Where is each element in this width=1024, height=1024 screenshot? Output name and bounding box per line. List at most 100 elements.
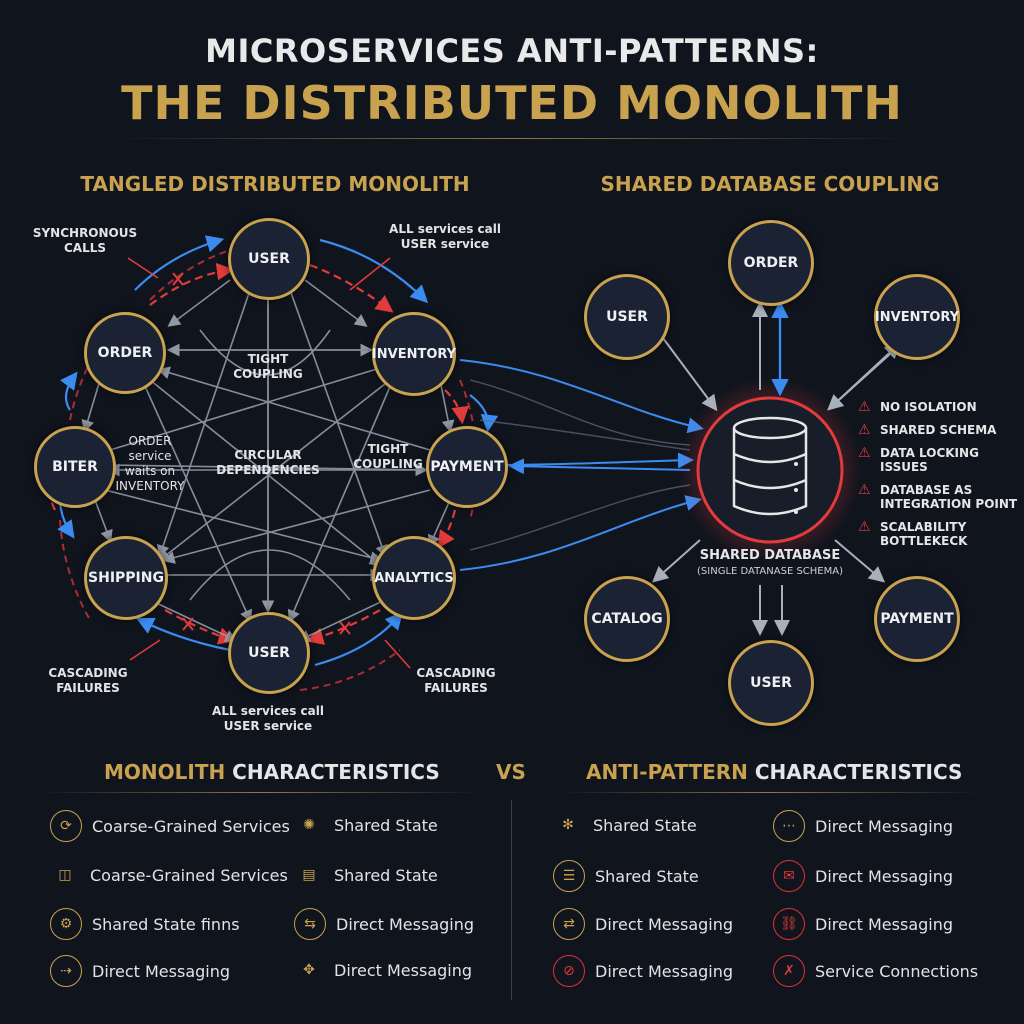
warning-text: SCALABILITY BOTTLEKECK xyxy=(880,520,968,548)
warning-item: ⚠ DATA LOCKING ISSUES xyxy=(858,446,1024,474)
warning-item: ⚠ NO ISOLATION xyxy=(858,400,1024,414)
annotation-all-call-top: ALL services call USER service xyxy=(370,222,520,252)
list-item: ⇢ Direct Messaging xyxy=(50,955,230,987)
node-user-bottom[interactable]: USER xyxy=(228,612,310,694)
item-label: Coarse-Grained Services xyxy=(92,816,290,836)
item-label: Shared State xyxy=(593,815,697,835)
list-item: ⚙Shared State finns xyxy=(50,908,240,940)
annotation-circular-dependencies: CIRCULAR DEPENDENCIES xyxy=(216,448,320,477)
node-user-top[interactable]: USER xyxy=(228,218,310,300)
heading-light-part: CHARACTERISTICS xyxy=(747,760,963,784)
db-node-order[interactable]: ORDER xyxy=(728,220,814,306)
warning-text: DATA LOCKING ISSUES xyxy=(880,446,979,474)
vs-label: VS xyxy=(496,760,526,784)
item-label: Shared State xyxy=(595,866,699,886)
annotation-synchronous-calls: SYNCHRONOUS CALLS xyxy=(32,226,138,255)
list-item: ✗Service Connections xyxy=(773,955,978,987)
annotation-all-call-bottom-b: USER service xyxy=(223,719,313,733)
db-node-user-bottom[interactable]: USER xyxy=(728,640,814,726)
title-line-2: THE DISTRIBUTED MONOLITH xyxy=(121,76,903,130)
item-label: Direct Messaging xyxy=(815,866,954,886)
list-item: ▤Shared State xyxy=(294,860,437,890)
list-item: ✻ Shared State xyxy=(553,810,697,840)
warning-icon: ⚠ xyxy=(858,519,871,535)
exchange-icon: ⇆ xyxy=(294,908,326,940)
bottom-divider xyxy=(511,800,512,1000)
item-label: Direct Messaging xyxy=(92,961,231,981)
shared-database-label: SHARED DATABASE xyxy=(699,548,841,563)
documents-icon: ▤ xyxy=(302,867,316,883)
db-dots xyxy=(794,462,798,514)
database-icon xyxy=(732,416,808,516)
list-item: ⟳ Coarse-Grained Services xyxy=(50,810,290,842)
node-analytics[interactable]: ANALYTICS xyxy=(372,536,456,620)
node-inventory[interactable]: INVENTORY xyxy=(372,312,456,396)
swap-icon: ⇄ xyxy=(553,908,585,940)
node-order[interactable]: ORDER xyxy=(84,312,166,394)
chat-icon: ⋯ xyxy=(773,810,805,842)
title-line-1: MICROSERVICES ANTI-PATTERNS: xyxy=(205,32,819,70)
annotation-tight-coupling-center: TIGHT COUPLING xyxy=(233,352,303,381)
list-item: ⇆ Direct Messaging xyxy=(294,908,474,940)
list-item: ✥Direct Messaging xyxy=(294,955,472,985)
annotation-all-call-top-b: USER service xyxy=(400,237,490,251)
annotation-all-call-top-a: ALL services call xyxy=(389,222,501,236)
item-label: Direct Messaging xyxy=(815,816,954,836)
item-label: Coarse-Grained Services xyxy=(90,865,288,885)
network-hub-icon: ✺ xyxy=(303,817,315,833)
list-item: ✺ Shared State xyxy=(294,810,438,840)
faint-cross-links xyxy=(469,379,691,551)
monolith-characteristics-heading: MONOLITH CHARACTERISTICS xyxy=(104,760,440,784)
node-payment[interactable]: PAYMENT xyxy=(426,426,508,508)
annotation-cascading-left: CASCADING FAILURES xyxy=(48,666,128,695)
db-node-user[interactable]: USER xyxy=(584,274,670,360)
item-label: Direct Messaging xyxy=(595,914,734,934)
warning-text: NO ISOLATION xyxy=(880,400,977,414)
db-circle xyxy=(696,396,844,544)
warning-item: ⚠DATABASE AS INTEGRATION POINT xyxy=(858,483,1024,511)
left-heading-rule xyxy=(40,792,480,793)
warning-item: ⚠ SCALABILITY BOTTLEKECK xyxy=(858,520,1024,548)
blocked-mail-icon: ✉ xyxy=(773,860,805,892)
item-label: Shared State xyxy=(334,815,438,835)
db-node-catalog[interactable]: CATALOG xyxy=(584,576,670,662)
warning-text: DATABASE AS INTEGRATION POINT xyxy=(880,483,1018,511)
db-spokes xyxy=(652,301,901,636)
annotation-cascading-right: CASCADING FAILURES xyxy=(416,666,496,695)
arrows-in-icon: ⇢ xyxy=(50,955,82,987)
left-diagram-title: TANGLED DISTRIBUTED MONOLITH xyxy=(80,172,470,196)
warning-icon: ⚠ xyxy=(858,399,871,415)
list-item: ◫Coarse-Grained Services xyxy=(50,860,288,890)
warning-item: ⚠ SHARED SCHEMA xyxy=(858,423,1024,437)
blue-ring-arrows xyxy=(57,235,499,667)
warning-icon: ⚠ xyxy=(858,445,871,461)
gear-cycle-icon: ⟳ xyxy=(50,810,82,842)
warning-icon: ⚠ xyxy=(858,422,871,438)
node-shipping[interactable]: SHIPPING xyxy=(84,536,168,620)
no-network-icon: ⊘ xyxy=(553,955,585,987)
list-item: ⋯ Direct Messaging xyxy=(773,810,953,842)
cross-links xyxy=(459,359,704,571)
list-item: ⇄ Direct Messaging xyxy=(553,908,733,940)
item-label: Direct Messaging xyxy=(336,914,475,934)
node-biter[interactable]: BITER xyxy=(34,426,116,508)
right-diagram-title: SHARED DATABASE COUPLING xyxy=(600,172,940,196)
item-label: Service Connections xyxy=(815,961,979,981)
shared-database-sublabel: (SINGLE DATANASE SCHEMA) xyxy=(697,566,843,577)
list-item: ⛓Direct Messaging xyxy=(773,908,953,940)
title-underline xyxy=(112,138,912,139)
list-item: ☰Shared State xyxy=(553,860,699,892)
db-node-payment[interactable]: PAYMENT xyxy=(874,576,960,662)
anti-pattern-characteristics-heading: ANTI-PATTERN CHARACTERISTICS xyxy=(586,760,962,784)
network-icon: ✻ xyxy=(562,817,574,833)
heading-gold-part: ANTI-PATTERN xyxy=(586,760,748,784)
warning-text: SHARED SCHEMA xyxy=(880,423,997,437)
heading-light-part: CHARACTERISTICS xyxy=(225,760,440,784)
item-label: Direct Messaging xyxy=(334,960,473,980)
heading-gold-part: MONOLITH xyxy=(104,760,226,784)
db-node-inventory[interactable]: INVENTORY xyxy=(874,274,960,360)
list-item: ⊘Direct Messaging xyxy=(553,955,733,987)
annotation-all-call-bottom-a: ALL services call xyxy=(212,704,324,718)
